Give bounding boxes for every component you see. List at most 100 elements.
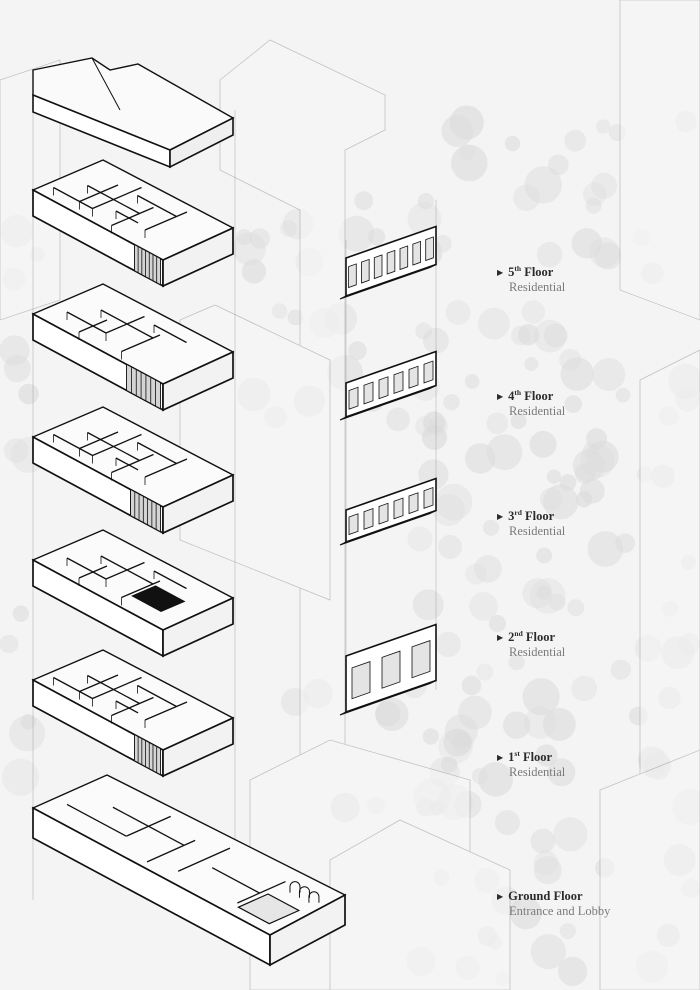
tree-canopy	[12, 605, 30, 622]
tree-canopy	[486, 434, 523, 471]
wall	[100, 555, 154, 585]
tree-canopy	[594, 242, 622, 270]
tree-canopy	[564, 395, 583, 413]
tree-canopy	[458, 695, 492, 730]
wall	[137, 194, 177, 218]
wall	[121, 580, 161, 599]
facade-window	[408, 365, 419, 389]
tree-canopy	[522, 678, 560, 716]
triangle-right-icon: ▶	[497, 892, 504, 902]
tree-canopy	[338, 215, 375, 252]
tree-canopy	[494, 810, 520, 836]
arch	[289, 881, 301, 893]
tree-canopy	[510, 413, 527, 430]
glazing	[133, 733, 161, 776]
tree-canopy	[488, 614, 506, 633]
facade-window	[363, 381, 374, 405]
tree-canopy	[553, 817, 588, 852]
dark-room	[131, 585, 186, 612]
roof-ridge	[91, 57, 121, 111]
plate-side-face	[162, 226, 234, 288]
tree-canopy	[482, 519, 500, 536]
context-building	[619, 0, 700, 321]
wall	[137, 684, 177, 708]
tree-canopy	[407, 526, 433, 552]
wall	[177, 847, 231, 872]
facade-window	[378, 502, 389, 525]
wall	[79, 184, 119, 203]
floor-plate-4	[31, 283, 235, 412]
facade-window	[393, 497, 404, 520]
facade-face	[345, 350, 437, 419]
facade-window	[348, 386, 359, 410]
facade-3rd-floor	[339, 477, 437, 546]
lobby-court	[237, 893, 301, 925]
tree-canopy	[280, 220, 298, 237]
tree-canopy	[585, 197, 602, 214]
tree-canopy	[615, 387, 631, 403]
tree-canopy	[459, 144, 476, 161]
label-2nd-floor: ▶2nd Floor Residential	[497, 629, 566, 659]
tree-canopy	[502, 711, 531, 739]
tree-canopy	[535, 744, 558, 767]
tree-canopy	[235, 229, 253, 246]
tree-canopy	[287, 309, 304, 326]
wall	[92, 186, 142, 210]
facade-window	[425, 236, 434, 262]
facade-window	[412, 240, 421, 266]
tree-canopy	[521, 300, 546, 324]
tree-canopy	[241, 259, 267, 284]
tree-canopy	[547, 758, 576, 787]
tree-canopy	[508, 654, 525, 671]
facade-window	[348, 513, 359, 536]
label-4th-floor: ▶4th Floor Residential	[497, 388, 566, 418]
tree-canopy	[417, 193, 434, 210]
tree-canopy	[437, 534, 463, 559]
wall	[53, 186, 93, 210]
wall	[211, 867, 260, 894]
tree-canopy	[474, 555, 502, 583]
tree-canopy	[461, 675, 482, 696]
facade-4th-floor	[339, 350, 437, 421]
glazing	[133, 243, 161, 286]
floor-use: Residential	[509, 644, 566, 659]
tree-canopy	[435, 631, 461, 658]
tree-canopy	[510, 325, 531, 346]
triangle-right-icon: ▶	[497, 753, 504, 763]
tree-canopy	[592, 357, 626, 391]
tree-canopy	[530, 934, 566, 970]
interior-walls	[66, 555, 187, 606]
tree-canopy	[434, 234, 452, 253]
tree-canopy	[543, 484, 579, 520]
facade-window	[348, 263, 357, 289]
tree-canopy	[536, 241, 563, 268]
tree-canopy	[533, 850, 559, 876]
context-building	[0, 59, 61, 321]
tree-canopy	[610, 659, 631, 680]
tree-canopy	[4, 438, 29, 463]
triangle-right-icon: ▶	[497, 633, 504, 643]
tree-canopy	[591, 172, 618, 199]
tree-canopy	[585, 428, 608, 450]
tree-canopy	[571, 675, 598, 702]
tree-canopy	[580, 443, 615, 478]
floor-plate-ground	[31, 774, 347, 967]
tree-canopy	[441, 756, 458, 773]
wall	[78, 319, 108, 333]
tree-canopy	[443, 393, 460, 411]
wall	[87, 674, 140, 705]
tree-canopy	[539, 487, 563, 511]
plate-side-face	[269, 893, 346, 967]
wall	[66, 803, 127, 837]
label-5th-floor: ▶5th Floor Residential	[497, 264, 566, 294]
tree-canopy	[486, 412, 509, 435]
tree-canopy	[536, 547, 553, 564]
wall	[144, 701, 188, 721]
tree-canopy	[536, 585, 552, 600]
wall	[92, 433, 142, 457]
wall	[111, 206, 154, 227]
